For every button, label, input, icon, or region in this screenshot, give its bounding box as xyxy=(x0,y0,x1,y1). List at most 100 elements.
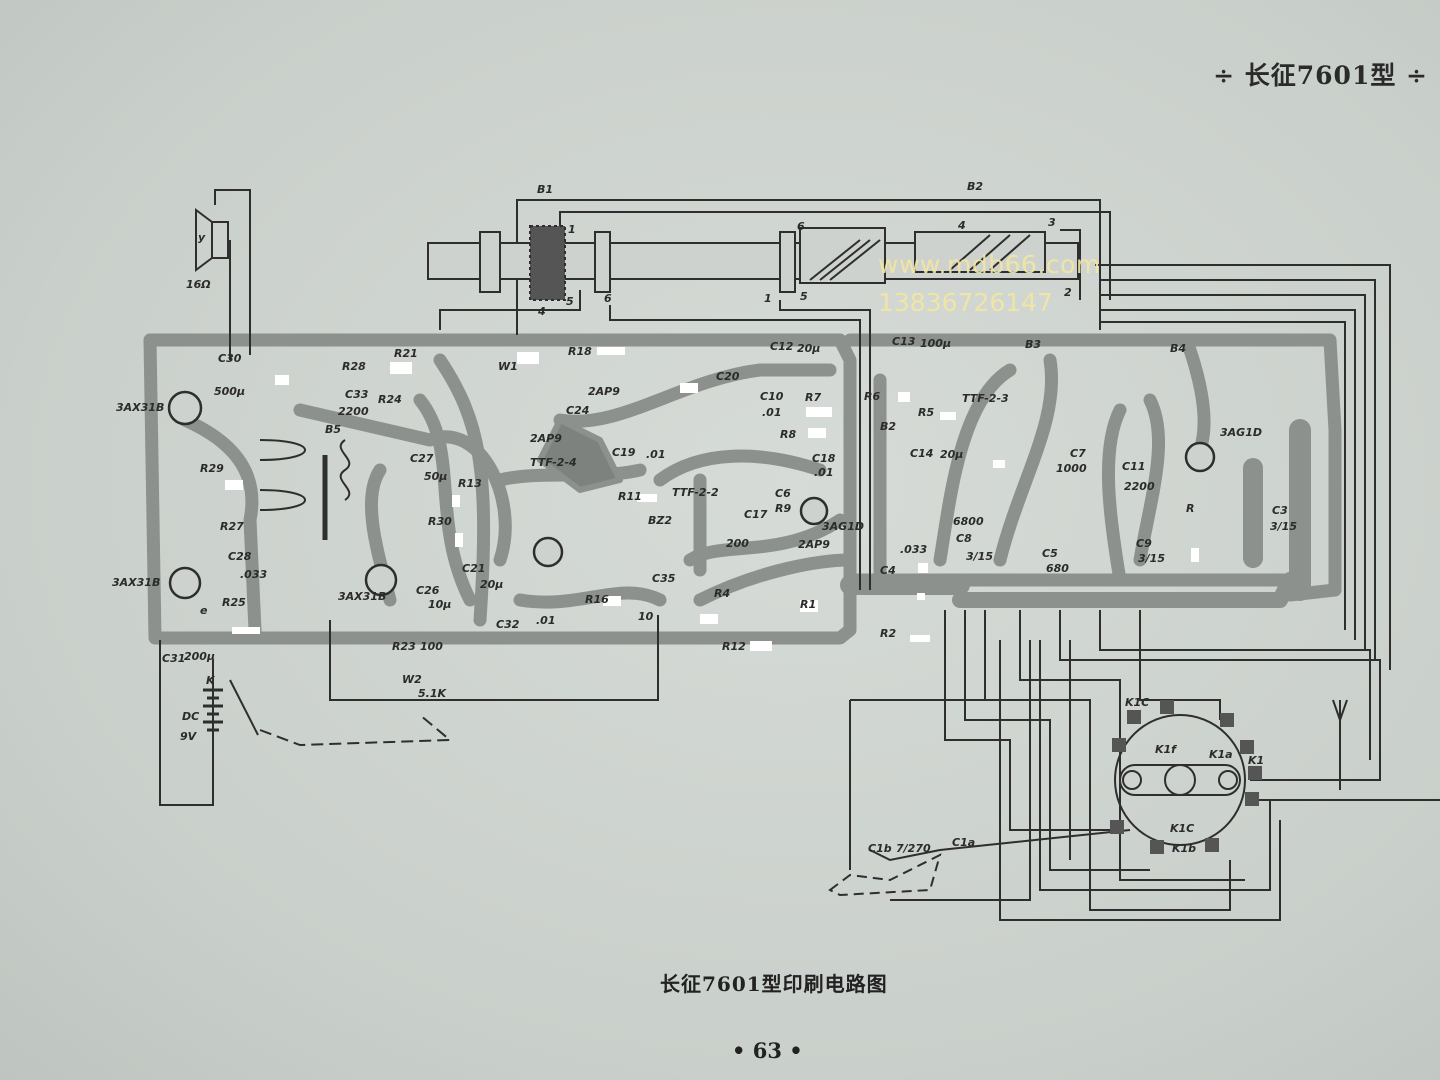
component-label: C31 xyxy=(162,652,185,665)
component-label: .033 xyxy=(900,543,927,556)
component-label: C1b xyxy=(868,842,892,855)
watermark-phone: 13836726147 xyxy=(878,288,1053,317)
component-label: 200μ xyxy=(184,650,215,663)
component-label: R6 xyxy=(864,390,880,403)
component-label: R8 xyxy=(780,428,796,441)
component-label: C21 xyxy=(462,562,485,575)
component-label: 3AX31B xyxy=(338,590,386,603)
board-outline-left xyxy=(143,333,857,645)
transistor-3agd xyxy=(799,496,829,526)
copper-traces xyxy=(143,333,1342,645)
component-label: R25 xyxy=(222,596,246,609)
component-label: C5 xyxy=(1042,547,1058,560)
component-label: C30 xyxy=(218,352,242,365)
component-label: 3/15 xyxy=(1270,520,1297,533)
component-label: R29 xyxy=(200,462,224,475)
component-label: R xyxy=(1186,502,1194,515)
page-header-title: ÷ 长征7601型 ÷ xyxy=(1213,61,1428,90)
component-label: C20 xyxy=(716,370,740,383)
component-label: 2AP9 xyxy=(530,432,562,445)
component-label: 100 xyxy=(420,640,443,653)
component-label: C24 xyxy=(566,404,589,417)
transistor-mid xyxy=(532,536,564,568)
component-label: 3/15 xyxy=(966,550,993,563)
component-label: C11 xyxy=(1122,460,1145,473)
wires xyxy=(159,189,1440,921)
component-label: 10μ xyxy=(428,598,451,611)
component-label: 9V xyxy=(180,730,198,743)
component-label: B5 xyxy=(325,423,341,436)
component-label: C27 xyxy=(410,452,434,465)
transistors xyxy=(167,390,1216,600)
component-label: .033 xyxy=(240,568,267,581)
component-label: C13 xyxy=(892,335,916,348)
component-label: B3 xyxy=(1025,338,1041,351)
component-label: C1a xyxy=(952,836,975,849)
component-label: C12 xyxy=(770,340,794,353)
component-label: .01 xyxy=(646,448,666,461)
component-label: C28 xyxy=(228,550,252,563)
component-label: 50μ xyxy=(424,470,447,483)
component-label: BZ2 xyxy=(648,514,672,527)
component-label: R27 xyxy=(220,520,244,533)
component-label: B2 xyxy=(880,420,896,433)
component-label: 10 xyxy=(638,610,654,623)
component-label: K1 xyxy=(1248,754,1264,767)
component-label: B2 xyxy=(967,180,983,193)
component-label: K1b xyxy=(1172,842,1196,855)
component-label: C14 xyxy=(910,447,933,460)
component-label: R4 xyxy=(714,587,730,600)
component-label: W1 xyxy=(498,360,518,373)
component-label: R7 xyxy=(805,391,821,404)
component-label: C7 xyxy=(1070,447,1086,460)
component-label: K1C xyxy=(1170,822,1194,835)
component-label: 500μ xyxy=(214,385,245,398)
component-label: W2 xyxy=(402,673,422,686)
component-label: 3/15 xyxy=(1138,552,1165,565)
component-label: B1 xyxy=(537,183,553,196)
component-label: 4 xyxy=(957,219,966,232)
page-number: • 63 • xyxy=(732,1038,803,1063)
component-label: C6 xyxy=(775,487,791,500)
component-label: 6800 xyxy=(953,515,984,528)
component-label: 1000 xyxy=(1056,462,1087,475)
watermark-site: www.mdb66.com xyxy=(878,250,1101,279)
component-label: TTF-2-3 xyxy=(962,392,1009,405)
component-label: R5 xyxy=(918,406,934,419)
component-label: K1f xyxy=(1155,743,1177,756)
component-label: 5.1K xyxy=(418,687,447,700)
component-label: 3 xyxy=(1048,216,1056,229)
component-label: DC xyxy=(182,710,199,723)
component-label: C35 xyxy=(652,572,676,585)
component-label: C19 xyxy=(612,446,636,459)
component-label: 3AX31B xyxy=(112,576,160,589)
component-label: 5 xyxy=(800,290,808,303)
component-label: 1 xyxy=(764,292,772,305)
transistor-3ag1d xyxy=(1184,441,1216,473)
component-label: R30 xyxy=(428,515,452,528)
component-label: 1 xyxy=(568,223,576,236)
component-label: y xyxy=(198,231,206,244)
component-label: C10 xyxy=(760,390,784,403)
component-label: 2AP9 xyxy=(588,385,620,398)
component-label: C3 xyxy=(1272,504,1288,517)
redaction-marks xyxy=(225,347,1199,651)
component-label: 20μ xyxy=(480,578,503,591)
component-label: 3AX31B xyxy=(116,401,164,414)
component-label: B4 xyxy=(1170,342,1186,355)
component-label: R9 xyxy=(775,502,791,515)
component-label: TTF-2-4 xyxy=(530,456,577,469)
component-label: C26 xyxy=(416,584,440,597)
component-label: K1C xyxy=(1125,696,1149,709)
component-label: K1a xyxy=(1209,748,1233,761)
component-label: .01 xyxy=(814,466,834,479)
figure-caption: 长征7601型印刷电路图 xyxy=(660,972,888,996)
component-label: C4 xyxy=(880,564,896,577)
component-label: 2200 xyxy=(338,405,369,418)
component-label: R13 xyxy=(458,477,482,490)
component-label: C9 xyxy=(1136,537,1152,550)
component-label: 4 xyxy=(537,305,546,318)
component-label: e xyxy=(200,604,208,617)
